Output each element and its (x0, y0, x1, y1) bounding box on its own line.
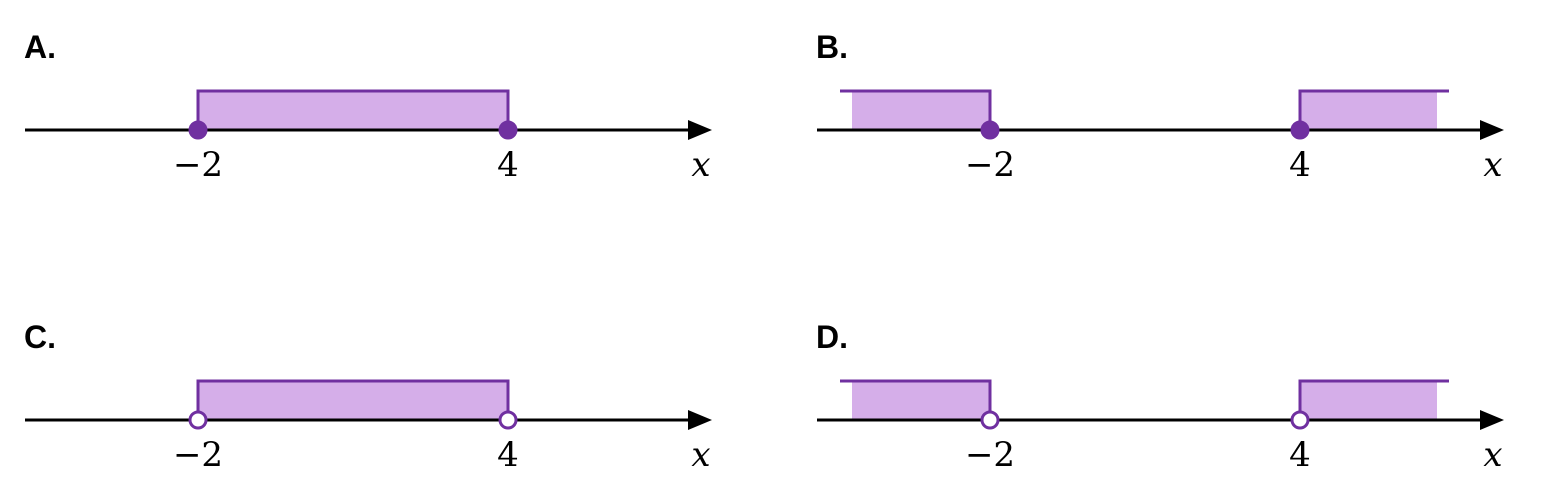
tick-label: 4 (1289, 435, 1311, 475)
open-endpoint (980, 410, 1000, 430)
shaded-region-left (852, 91, 990, 130)
shaded-region-left (852, 381, 990, 420)
option-a: A. x −2 4 (24, 29, 712, 185)
open-endpoint (498, 410, 518, 430)
option-label: B. (816, 29, 848, 65)
region-boundary-left (840, 379, 992, 420)
shaded-region (198, 91, 508, 130)
tick-label: −2 (173, 435, 223, 475)
option-b: B. x −2 4 (816, 29, 1504, 185)
axis-variable-label: x (691, 435, 710, 475)
region-boundary-right (1298, 89, 1449, 130)
open-endpoint (1290, 410, 1310, 430)
tick-label: −2 (965, 145, 1015, 185)
tick-label: −2 (965, 435, 1015, 475)
shaded-region-right (1300, 381, 1437, 420)
option-label: D. (816, 319, 848, 355)
region-boundary-right (1298, 379, 1449, 420)
option-c: C. x −2 4 (24, 319, 712, 475)
axis-variable-label: x (691, 145, 710, 185)
open-endpoint (188, 410, 208, 430)
closed-endpoint (980, 120, 1000, 140)
closed-endpoint (188, 120, 208, 140)
option-d: D. x −2 4 (816, 319, 1504, 475)
region-boundary-left (840, 89, 992, 130)
option-label: A. (24, 29, 56, 65)
axis-variable-label: x (1483, 435, 1502, 475)
region-boundary (196, 89, 510, 130)
shaded-region-right (1300, 91, 1437, 130)
region-boundary (196, 379, 510, 420)
closed-endpoint (498, 120, 518, 140)
tick-label: 4 (1289, 145, 1311, 185)
tick-label: −2 (173, 145, 223, 185)
tick-label: 4 (497, 435, 519, 475)
tick-label: 4 (497, 145, 519, 185)
closed-endpoint (1290, 120, 1310, 140)
shaded-region (198, 381, 508, 420)
option-label: C. (24, 319, 56, 355)
axis-variable-label: x (1483, 145, 1502, 185)
